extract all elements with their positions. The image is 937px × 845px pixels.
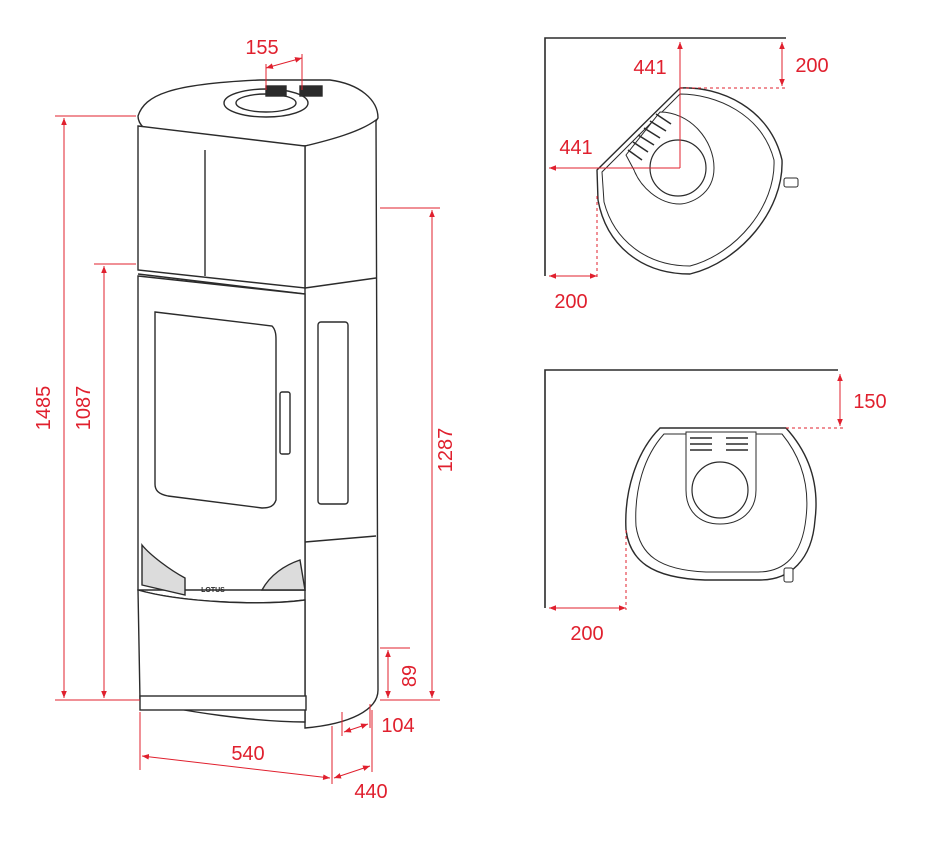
corner-air-inlet	[783, 177, 799, 188]
dim-corner-back-clearance: 200	[795, 55, 828, 77]
dim-width: 540	[231, 743, 264, 765]
dim-wall-side-clearance: 200	[570, 623, 603, 645]
dim-flue-width: 155	[245, 37, 278, 59]
corner-grille	[627, 113, 672, 161]
wall-view-walls	[544, 369, 838, 608]
top-grille-right	[299, 85, 323, 97]
dim-air-inlet-height: 89	[399, 665, 421, 687]
top-grille-left	[265, 85, 287, 97]
dim-air-inlet-offset: 104	[381, 715, 414, 737]
front-view-dimensions	[55, 54, 440, 784]
wall-grille	[690, 437, 748, 451]
wall-flue-outlet	[691, 461, 749, 519]
dim-corner-side-clearance: 200	[554, 291, 587, 313]
front-view-dimension-labels: 155 1485 1087 1287 89 104 540 440	[33, 37, 457, 803]
side-panel-seam-1	[304, 277, 377, 289]
ash-tray-left	[141, 543, 186, 596]
wall-air-inlet	[783, 567, 794, 583]
wall-stove-inner	[635, 433, 808, 573]
dim-corner-flue-from-back: 441	[633, 57, 666, 79]
corner-stove-inner	[601, 93, 775, 267]
dim-wall-back-clearance: 150	[853, 391, 886, 413]
ash-tray-right	[260, 559, 306, 591]
side-panel-seam-2	[304, 535, 377, 543]
dim-corner-flue-from-side: 441	[559, 137, 592, 159]
corner-view: 441 441 200 200	[544, 37, 829, 313]
corner-walls	[544, 37, 786, 276]
dim-flue-height: 1287	[435, 428, 457, 473]
dim-depth: 440	[354, 781, 387, 803]
dim-total-height: 1485	[33, 386, 55, 431]
door-handle	[279, 391, 291, 455]
front-upper-panel	[137, 125, 306, 289]
door-glass	[154, 311, 277, 509]
front-view-stove	[137, 79, 379, 729]
stove-base	[139, 695, 307, 711]
side-glass-window	[317, 321, 349, 505]
wall-view: 150 200	[544, 369, 887, 645]
dim-door-height: 1087	[73, 386, 95, 431]
lotus-brand-label: LOTUS	[201, 587, 225, 594]
